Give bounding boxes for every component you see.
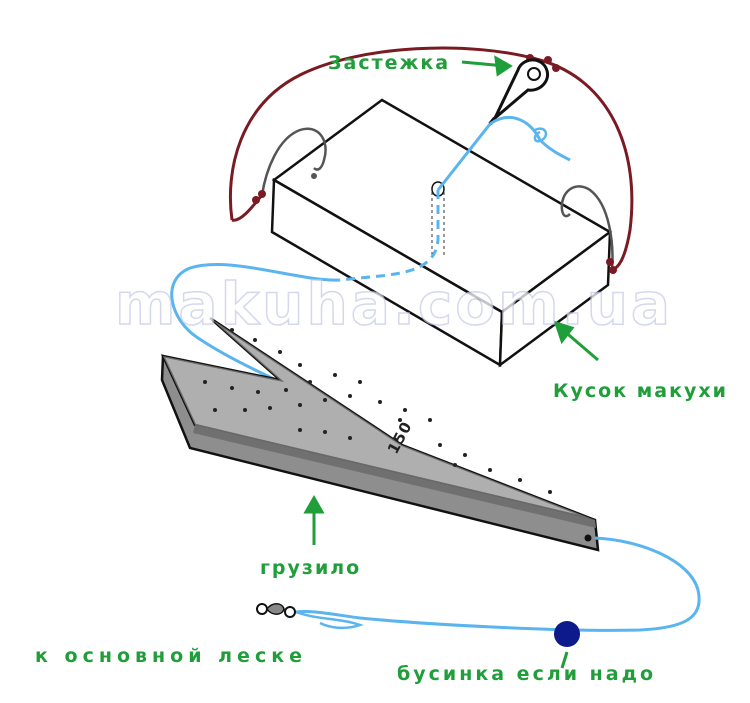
arrow-cake <box>562 328 599 362</box>
sinker-hole <box>230 386 234 390</box>
sinker-hole <box>348 394 352 398</box>
sinker-holes <box>203 328 552 494</box>
sinker-hole <box>428 418 432 422</box>
sinker-hole <box>243 408 247 412</box>
sinker-hole <box>548 490 552 494</box>
line-through-cake <box>436 123 492 191</box>
sinker-hole <box>378 400 382 404</box>
sinker-hole <box>398 418 402 422</box>
sinker-hole <box>256 390 260 394</box>
label-clasp: Застежка <box>328 52 451 74</box>
hook-left-icon <box>260 127 327 196</box>
sinker-hole <box>323 398 327 402</box>
watermark: makuha.com.ua <box>114 269 674 339</box>
sinker-hole <box>348 436 352 440</box>
sinker-hole <box>268 406 272 410</box>
sinker-hole <box>323 430 327 434</box>
bead-icon <box>554 621 580 647</box>
label-bead: бусинка если надо <box>397 663 657 685</box>
sinker-hole <box>213 408 217 412</box>
sinker-hole <box>308 380 312 384</box>
sinker-hole <box>518 478 522 482</box>
sinker-top <box>163 318 595 520</box>
sinker-hole <box>203 380 207 384</box>
cake-block-side <box>498 229 612 368</box>
arrow-bead <box>560 651 569 669</box>
sinker-hole <box>403 408 407 412</box>
sinker-hole <box>253 338 257 342</box>
line-to-swivel <box>295 536 701 632</box>
sinker-hole <box>298 363 302 367</box>
label-cake-piece: Кусок макухи <box>553 380 728 402</box>
line-inside-cake <box>339 190 440 282</box>
sinker-hole <box>298 428 302 432</box>
sinker-hole <box>230 328 234 332</box>
label-sinker: грузило <box>260 557 362 579</box>
line-tag-loop <box>533 127 548 143</box>
swivel-icon <box>256 603 296 618</box>
label-arrows <box>303 55 599 669</box>
hook-leash <box>228 46 634 272</box>
line-knot <box>295 610 364 630</box>
sinker-hole <box>284 388 288 392</box>
sinker-hole <box>438 443 442 447</box>
line-to-sinker <box>170 263 341 382</box>
line-tag <box>489 115 571 162</box>
cake-block <box>270 98 613 368</box>
sinker-hole <box>488 468 492 472</box>
sinker-hole <box>333 373 337 377</box>
sinker <box>160 316 600 552</box>
sinker-hole <box>298 403 302 407</box>
label-to-main-line: к основной леске <box>35 645 307 667</box>
sinker-hole <box>358 380 362 384</box>
sinker-hole <box>278 350 282 354</box>
hook-right-icon <box>560 185 614 271</box>
sinker-hole <box>463 453 467 457</box>
sinker-hole <box>453 463 457 467</box>
leash-knots <box>252 54 617 274</box>
